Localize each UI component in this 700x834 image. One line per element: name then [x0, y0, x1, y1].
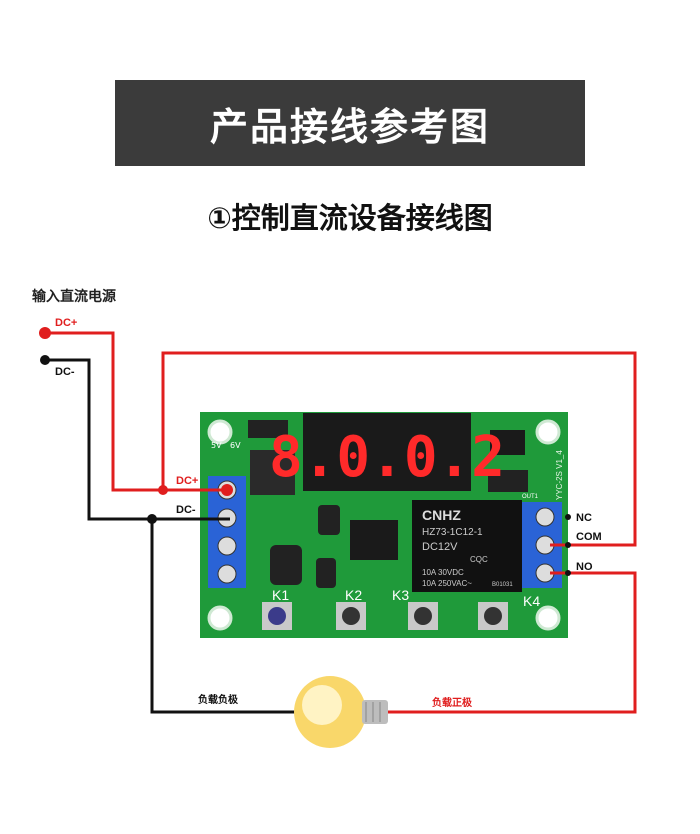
- controller-board: 8.0.0.2 CNHZ HZ73-1C12-1 DC12V CQC 10A 3…: [200, 412, 568, 638]
- svg-text:OUT1: OUT1: [522, 494, 539, 500]
- dc-plus-terminal: [39, 327, 51, 339]
- svg-text:10A 30VDC: 10A 30VDC: [422, 568, 464, 577]
- light-bulb-icon: [294, 676, 388, 748]
- dc-minus-label: DC-: [55, 366, 75, 378]
- button-label-k4: K4: [523, 593, 540, 609]
- no-label: NO: [576, 561, 593, 573]
- buttons: [262, 602, 508, 630]
- svg-text:10A 250VAC~: 10A 250VAC~: [422, 579, 472, 588]
- button-label-k3: K3: [392, 587, 409, 603]
- com-label: COM: [576, 531, 602, 543]
- svg-text:5V: 5V: [211, 441, 222, 450]
- title-banner: 产品接线参考图: [115, 80, 585, 166]
- wire-load-positive: [385, 571, 637, 714]
- subtitle: ①控制直流设备接线图: [207, 201, 493, 235]
- button-label-k2: K2: [345, 587, 362, 603]
- relay: [412, 500, 522, 592]
- board-dc-minus-label: DC-: [176, 504, 196, 516]
- svg-text:DC12V: DC12V: [422, 541, 458, 553]
- wire-load-negative: [150, 519, 300, 714]
- wire-com: [161, 351, 637, 547]
- led-display: 8.0.0.2: [269, 425, 505, 490]
- junction: [158, 485, 168, 495]
- button-label-k1: K1: [272, 587, 289, 603]
- wire-dc-minus: [45, 358, 230, 521]
- svg-text:CQC: CQC: [470, 555, 488, 564]
- power-source-label: 输入直流电源: [32, 289, 116, 305]
- board-dc-plus-label: DC+: [176, 475, 198, 487]
- load-positive-label: 负载正极: [432, 696, 473, 709]
- wire-dc-plus: [45, 331, 230, 492]
- svg-text:6V: 6V: [230, 441, 241, 450]
- svg-text:CNHZ: CNHZ: [422, 507, 461, 523]
- load-negative-label: 负载负极: [198, 693, 239, 706]
- nc-label: NC: [576, 512, 592, 524]
- junction: [147, 514, 157, 524]
- dc-minus-terminal: [40, 355, 50, 365]
- banner-title: 产品接线参考图: [209, 104, 490, 149]
- svg-text:YYC-2S V1_4: YYC-2S V1_4: [555, 450, 564, 500]
- dc-plus-label: DC+: [55, 317, 77, 329]
- svg-text:HZ73-1C12-1: HZ73-1C12-1: [422, 527, 483, 538]
- svg-text:B01031: B01031: [492, 582, 513, 588]
